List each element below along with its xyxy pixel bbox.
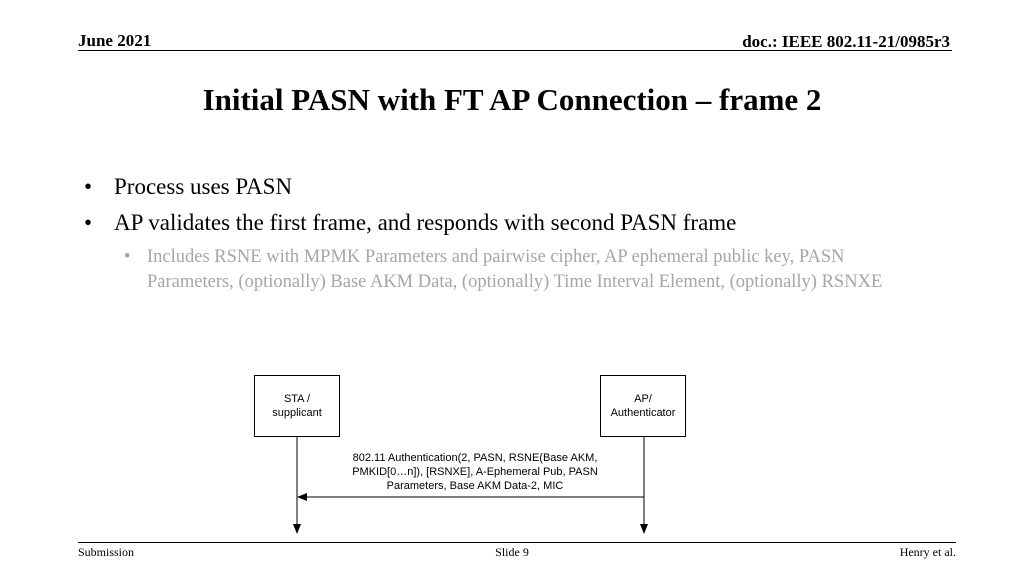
ap-label: AP/ Authenticator [610,393,676,419]
header-divider [78,50,952,51]
ap-authenticator-box: AP/ Authenticator [600,375,686,437]
footer-divider [78,542,956,543]
bullet-item: • Process uses PASN [84,173,914,201]
sub-bullet-text: Includes RSNE with MPMK Parameters and p… [147,247,883,292]
bullet-item: • AP validates the first frame, and resp… [84,209,914,237]
slide-title: Initial PASN with FT AP Connection – fra… [202,82,822,117]
bullet-dot-icon: • [84,174,93,199]
footer-authors: Henry et al. [899,545,956,559]
bullet-list: • Process uses PASN • AP validates the f… [84,173,914,295]
bullet-dot-icon: • [84,210,93,235]
bullet-text: Process uses PASN [114,174,293,199]
header-date: June 2021 [78,31,152,50]
message-label: 802.11 Authentication(2, PASN, RSNE(Base… [352,452,598,492]
sta-label: STA / supplicant [272,393,322,419]
footer-submission: Submission [78,545,135,559]
sub-bullet-dot-icon: • [124,247,131,267]
footer-slide-number: Slide 9 [495,545,529,559]
sub-bullet-item: • Includes RSNE with MPMK Parameters and… [124,245,914,295]
sta-supplicant-box: STA / supplicant [254,375,340,437]
bullet-text: AP validates the first frame, and respon… [114,210,737,235]
header-doc-id: doc.: IEEE 802.11-21/0985r3 [742,32,950,51]
